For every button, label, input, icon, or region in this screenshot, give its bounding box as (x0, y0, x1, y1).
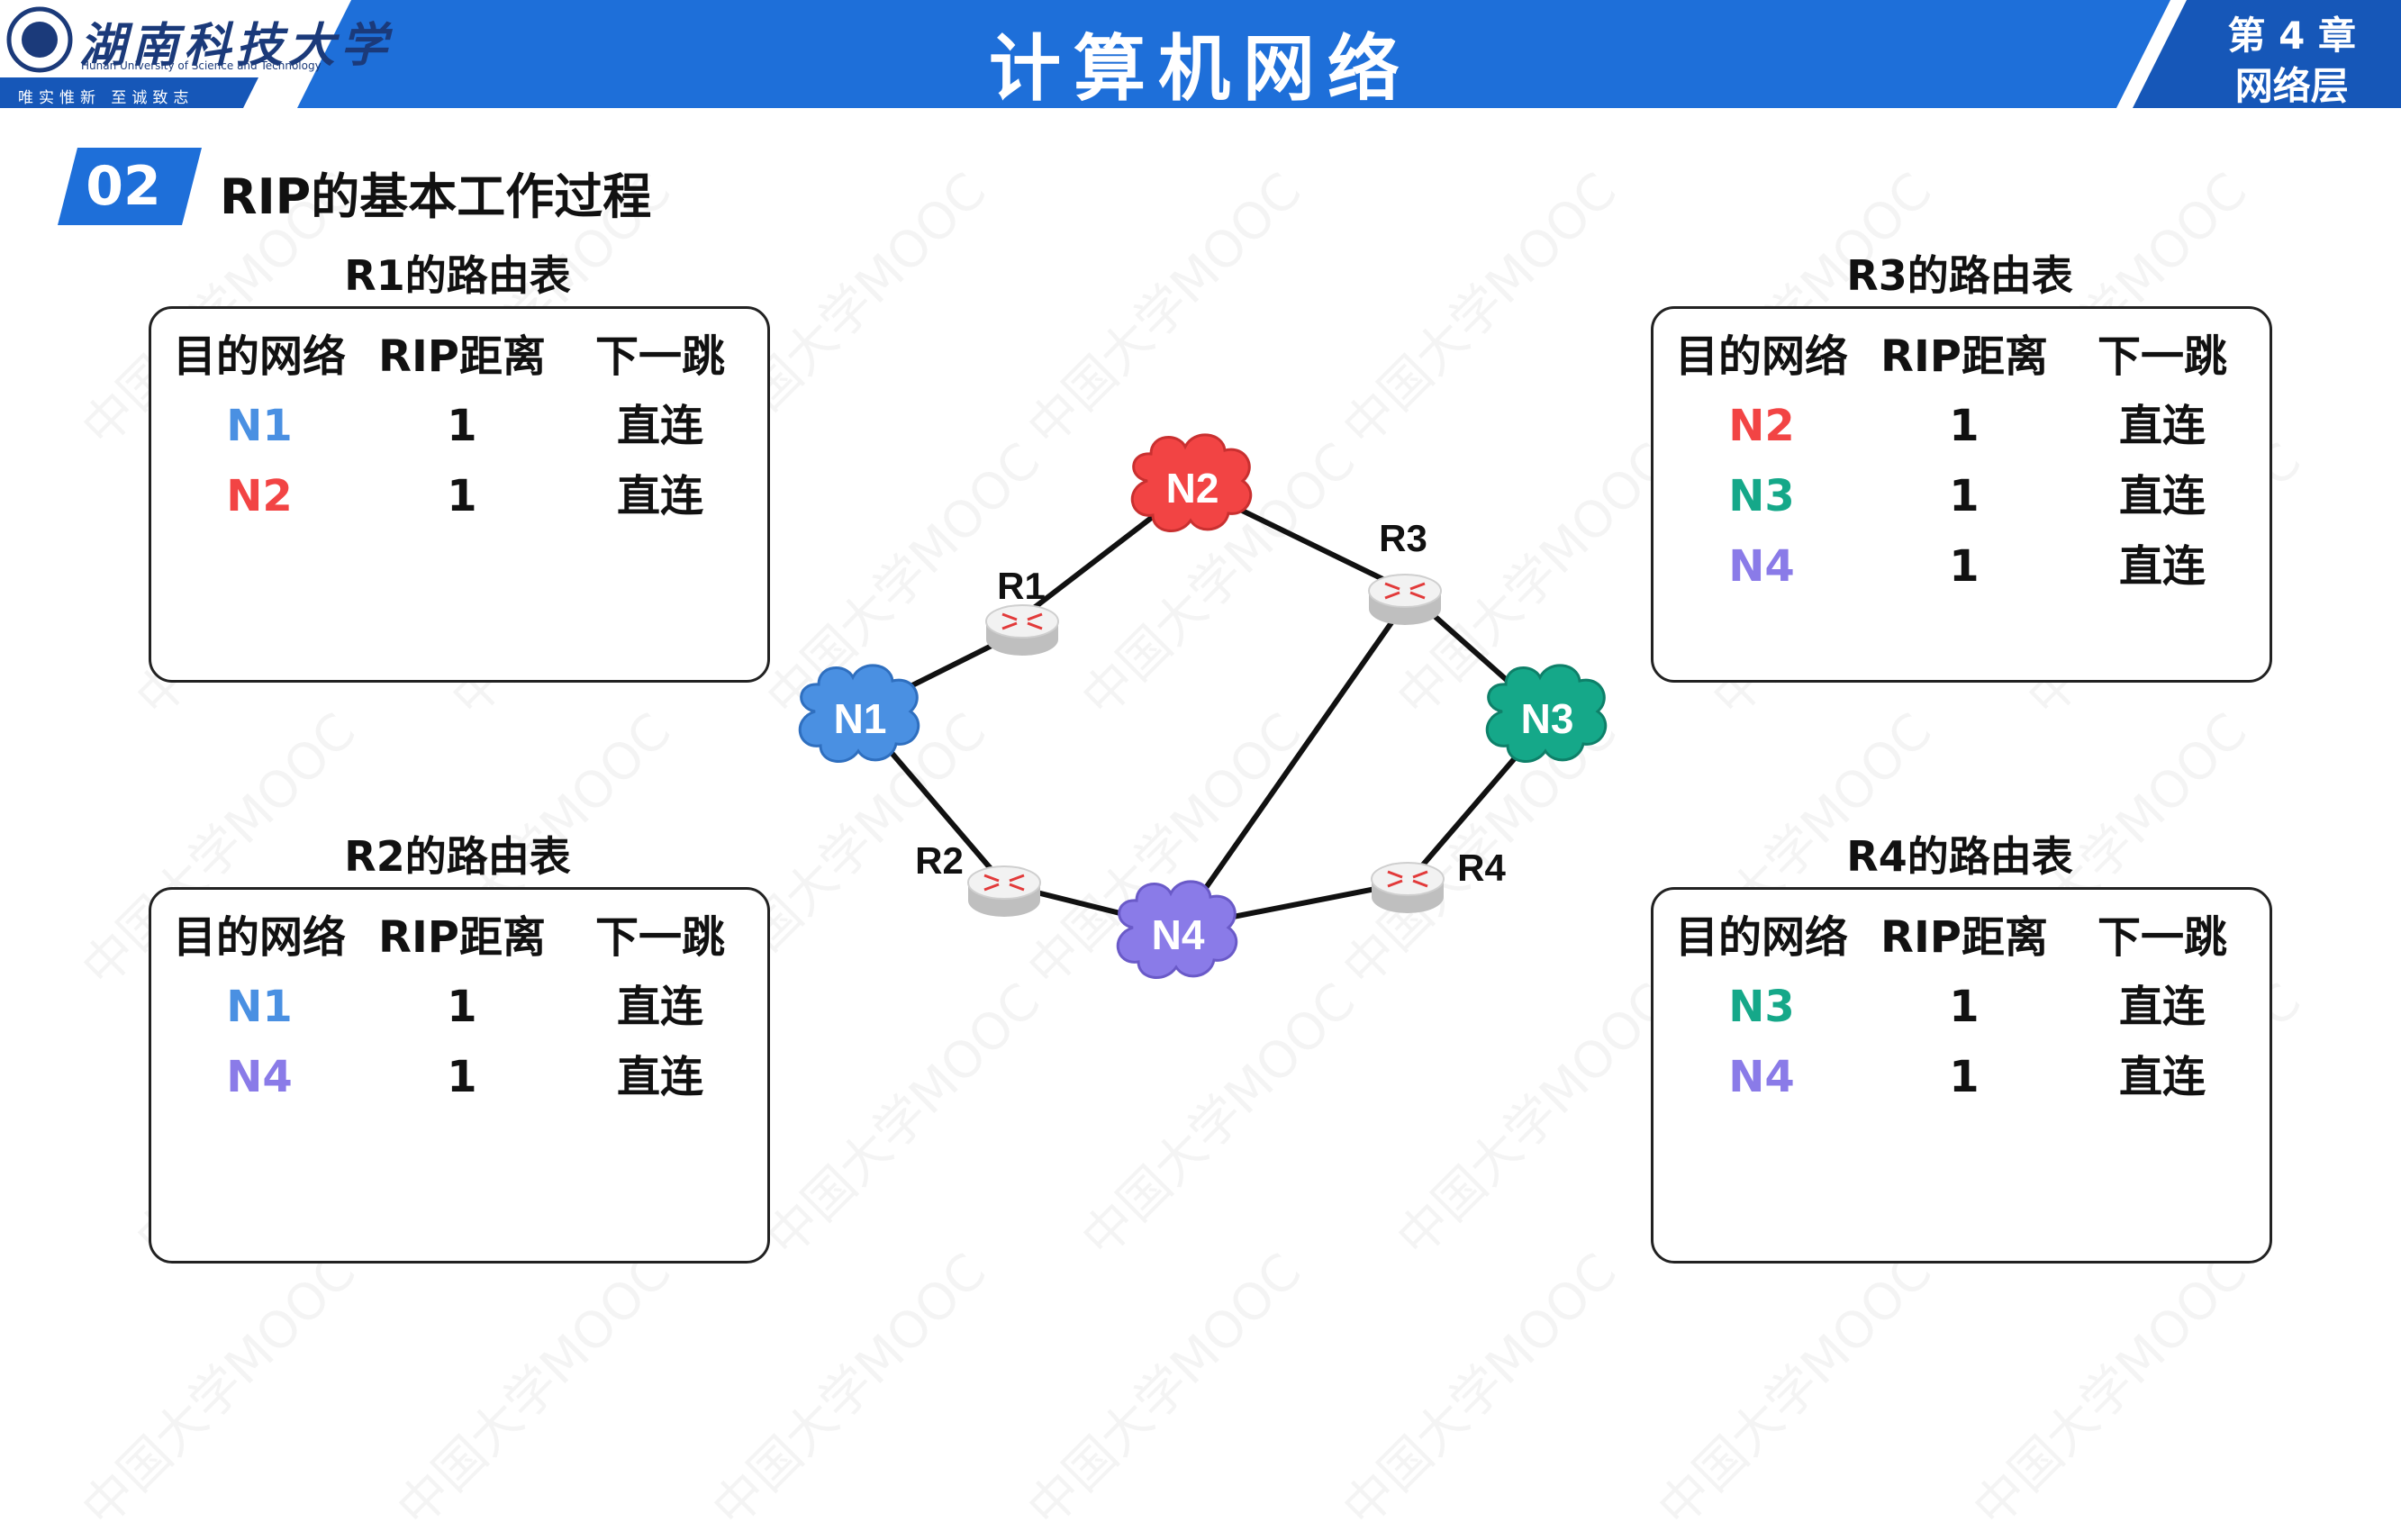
r1-table-title: R1的路由表 (344, 251, 571, 300)
next-hop: 直连 (616, 401, 703, 451)
column-header: 目的网络 (172, 331, 346, 382)
rip-distance: 1 (447, 982, 477, 1032)
table-header: 目的网络 RIP距离下一跳 (151, 325, 767, 388)
table-row: N2 1 直连 (1654, 394, 2270, 457)
rip-distance: 1 (447, 471, 477, 521)
destination-network: N4 (1728, 541, 1795, 592)
column-header: 目的网络 (172, 912, 346, 963)
watermark-text: 中国大学MOOC (71, 1242, 367, 1539)
next-hop: 直连 (2118, 401, 2206, 451)
table-row: N1 1 直连 (151, 975, 767, 1038)
watermark-text: 中国大学MOOC (1017, 1242, 1313, 1539)
table-header: 目的网络 RIP距离下一跳 (151, 906, 767, 969)
column-header: RIP距离 (1880, 331, 2048, 382)
watermark-text: 中国大学MOOC (756, 972, 1052, 1269)
column-header: 下一跳 (594, 331, 725, 382)
section-badge (58, 148, 202, 225)
table-row: N4 1 直连 (1654, 1046, 2270, 1109)
chapter-name: 网络层 (2234, 64, 2349, 108)
watermark-text: 中国大学MOOC (1017, 161, 1313, 458)
router-r1-label: R1 (997, 565, 1046, 607)
next-hop: 直连 (616, 471, 703, 521)
column-header: 下一跳 (2097, 331, 2227, 382)
r3-routing-table: 目的网络 RIP距离下一跳 N2 1 直连 N3 1 直连 N4 1 直连 (1651, 306, 2272, 683)
column-header: 下一跳 (594, 912, 725, 963)
r2-table-title: R2的路由表 (344, 832, 571, 881)
table-row: N4 1 直连 (1654, 535, 2270, 598)
rip-distance: 1 (1949, 1052, 1980, 1102)
logo-english: Hunan University of Science and Technolo… (81, 59, 322, 72)
table-header: 目的网络 RIP距离下一跳 (1654, 325, 2270, 388)
header-bar (0, 0, 2401, 108)
watermark-text: 中国大学MOOC (1071, 972, 1367, 1269)
router-r4-icon (1370, 861, 1445, 915)
section-title: RIP的基本工作过程 (220, 168, 652, 225)
section-number: 02 (86, 155, 161, 218)
r4-table-title: R4的路由表 (1846, 832, 2073, 881)
table-row: N4 1 直连 (151, 1046, 767, 1109)
network-n3-label: N3 (1521, 695, 1574, 742)
rip-distance: 1 (1949, 541, 1980, 592)
r3-table-title: R3的路由表 (1846, 251, 2073, 300)
next-hop: 直连 (2118, 541, 2206, 592)
table-header: 目的网络 RIP距离下一跳 (1654, 906, 2270, 969)
destination-network: N2 (1728, 401, 1795, 451)
column-header: RIP距离 (377, 912, 546, 963)
watermark-text: 中国大学MOOC (1962, 1242, 2259, 1539)
motto: 唯实惟新 至诚致志 (18, 89, 195, 107)
router-r4-label: R4 (1457, 847, 1506, 889)
watermark-text: 中国大学MOOC (386, 1242, 683, 1539)
link-r3-n4 (1175, 602, 1408, 929)
university-seal-icon (6, 6, 73, 73)
next-hop: 直连 (2118, 982, 2206, 1032)
watermark-text: 中国大学MOOC (702, 1242, 998, 1539)
column-header: 下一跳 (2097, 912, 2227, 963)
next-hop: 直连 (616, 1052, 703, 1102)
logo-text: 湖南科技大学 (79, 18, 394, 73)
column-header: 目的网络 (1674, 912, 1848, 963)
destination-network: N3 (1728, 982, 1795, 1032)
rip-distance: 1 (447, 1052, 477, 1102)
network-n4-label: N4 (1152, 911, 1205, 958)
router-r3-icon (1367, 573, 1443, 627)
table-row: N2 1 直连 (151, 465, 767, 528)
column-header: RIP距离 (1880, 912, 2048, 963)
destination-network: N2 (226, 471, 293, 521)
table-row: N3 1 直连 (1654, 465, 2270, 528)
watermark-text: 中国大学MOOC (1332, 161, 1628, 458)
next-hop: 直连 (2118, 471, 2206, 521)
next-hop: 直连 (616, 982, 703, 1032)
chapter-label: 第 4 章 网络层 (2228, 11, 2356, 112)
table-row: N1 1 直连 (151, 394, 767, 457)
rip-distance: 1 (447, 401, 477, 451)
network-topology: N2 N1 N3 N4 R1 R2 R3 R4 (798, 433, 1608, 979)
r1-routing-table: 目的网络 RIP距离下一跳 N1 1 直连 N2 1 直连 (149, 306, 770, 683)
network-n1-label: N1 (834, 695, 887, 742)
column-header: RIP距离 (377, 331, 546, 382)
rip-distance: 1 (1949, 471, 1980, 521)
course-title: 计算机网络 (989, 27, 1412, 111)
watermark-text: 中国大学MOOC (1386, 972, 1682, 1269)
chapter-number: 第 4 章 (2227, 14, 2356, 58)
destination-network: N4 (1728, 1052, 1795, 1102)
network-n2-label: N2 (1166, 465, 1219, 512)
router-r3-label: R3 (1379, 517, 1427, 559)
rip-distance: 1 (1949, 982, 1980, 1032)
rip-distance: 1 (1949, 401, 1980, 451)
next-hop: 直连 (2118, 1052, 2206, 1102)
router-r2-icon (966, 865, 1042, 919)
column-header: 目的网络 (1674, 331, 1848, 382)
destination-network: N1 (226, 982, 293, 1032)
destination-network: N1 (226, 401, 293, 451)
r2-routing-table: 目的网络 RIP距离下一跳 N1 1 直连 N4 1 直连 (149, 887, 770, 1264)
destination-network: N3 (1728, 471, 1795, 521)
destination-network: N4 (226, 1052, 293, 1102)
router-r1-icon (984, 603, 1060, 657)
table-row: N3 1 直连 (1654, 975, 2270, 1038)
router-r2-label: R2 (915, 839, 964, 882)
watermark-text: 中国大学MOOC (1332, 1242, 1628, 1539)
r4-routing-table: 目的网络 RIP距离下一跳 N3 1 直连 N4 1 直连 (1651, 887, 2272, 1264)
watermark-text: 中国大学MOOC (1647, 1242, 1943, 1539)
